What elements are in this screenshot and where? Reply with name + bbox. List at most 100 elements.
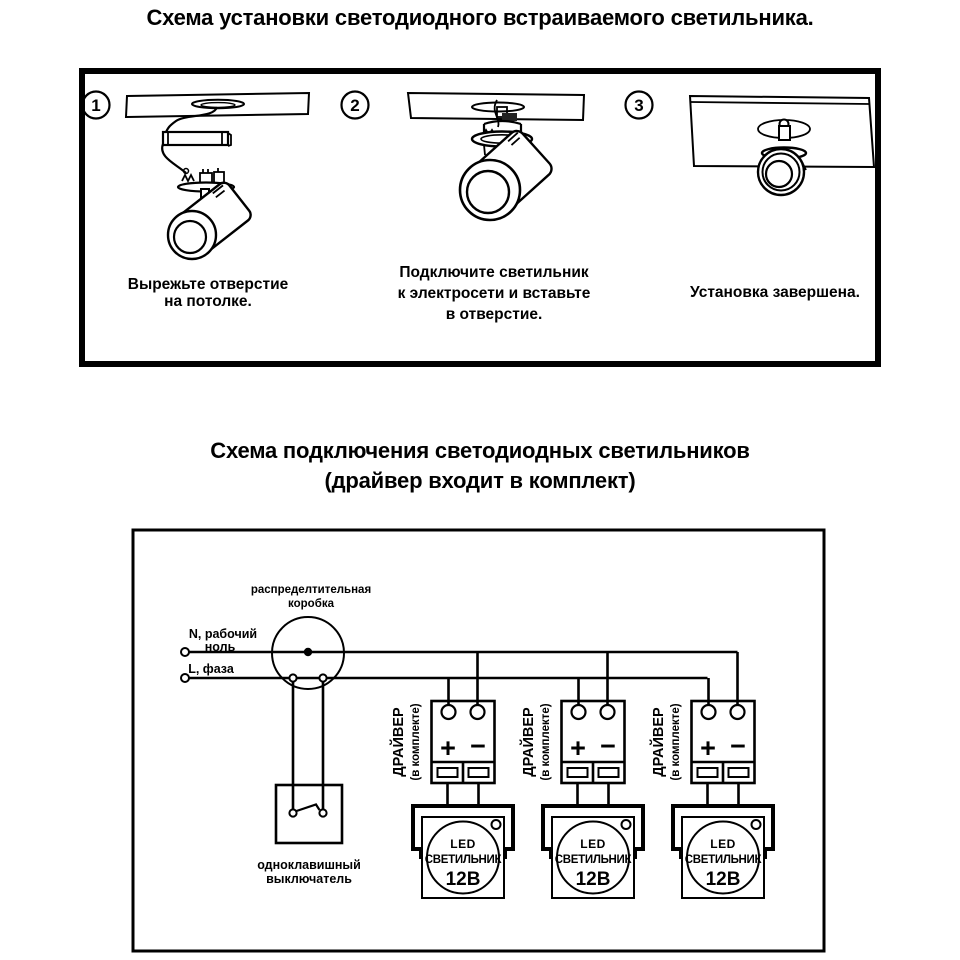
- driver-label: ДРАЙВЕР: [389, 707, 407, 777]
- driver-label: (в комплекте): [410, 703, 422, 780]
- lamp-name: СВЕТИЛЬНИК: [555, 854, 633, 866]
- junction-tap: [288, 673, 298, 683]
- driver-label: (в комплекте): [670, 703, 682, 780]
- lamp-face: [556, 820, 630, 895]
- lamp-voltage: 12В: [446, 869, 481, 890]
- ceiling-hole: [191, 98, 245, 110]
- lamp-wires: [706, 783, 740, 806]
- driver-output-slot: [566, 767, 589, 778]
- step-3-illustration: 3 Установка завершена.: [624, 90, 876, 301]
- driver-output-slot: [597, 767, 620, 778]
- lamp-voltage: 12В: [706, 869, 741, 890]
- wiring-title-line1: Схема подключения светодиодных светильни…: [210, 438, 750, 463]
- step-1-number: 1: [91, 96, 100, 115]
- driver-3: + − ДРАЙВЕР (в комплекте): [649, 652, 756, 806]
- step-3-number-circle: [624, 90, 654, 120]
- spotlight-face: [458, 158, 522, 222]
- driver-box-detail: [167, 132, 232, 147]
- wiring-figure: распределтительная коробка N, рабочий но…: [131, 528, 826, 953]
- switch-label: одноклавишный: [257, 858, 361, 872]
- wiring-title: Схема подключения светодиодных светильни…: [0, 436, 960, 496]
- switch-box: [274, 783, 344, 845]
- lamp-face: [686, 820, 760, 895]
- neutral-label: N, рабочий: [189, 627, 257, 641]
- driver-label: ДРАЙВЕР: [649, 707, 667, 777]
- spotlight-lens: [465, 169, 511, 215]
- led-lamp-2: LED СВЕТИЛЬНИК 12В: [541, 804, 645, 899]
- wiring-figure-border: [131, 528, 826, 953]
- ceiling-panel: [688, 94, 876, 169]
- wiring-title-line2: (драйвер входит в комплект): [324, 468, 636, 493]
- ceiling-panel: [406, 91, 586, 122]
- lamp-name: СВЕТИЛЬНИК: [685, 854, 763, 866]
- terminal-pins: [202, 168, 219, 173]
- neutral-label: ноль: [205, 640, 236, 654]
- driver-1: + − ДРАЙВЕР (в комплекте): [389, 652, 496, 806]
- lamp-face: [426, 820, 500, 895]
- lamp-brand: LED: [580, 837, 606, 851]
- step-3-caption: Установка завершена.: [690, 284, 860, 301]
- plus-sign: +: [700, 733, 716, 763]
- wire: [161, 143, 187, 174]
- installation-figure-border: [79, 68, 881, 367]
- wire: [493, 99, 500, 128]
- lamp-wires: [446, 783, 480, 806]
- switch-wires: [291, 678, 325, 810]
- installation-figure: 1 Вырежьте отверстие на потолке.: [79, 68, 881, 367]
- driver-input-terminal: [700, 703, 717, 721]
- lamp-voltage: 12В: [576, 869, 611, 890]
- junction-box-label: коробка: [288, 598, 335, 610]
- step-2-caption: к электросети и вставьте: [398, 285, 591, 302]
- led-lamp-3: LED СВЕТИЛЬНИК 12В: [671, 804, 775, 899]
- driver-label: (в комплекте): [540, 703, 552, 780]
- terminal-block: [213, 171, 225, 184]
- lamp-stem: [778, 125, 791, 141]
- driver-output-slot: [696, 767, 719, 778]
- junction-tap: [318, 673, 328, 683]
- step-2-illustration: 2 Подключите светильник к электросети и …: [340, 90, 591, 323]
- driver-2: + − ДРАЙВЕР (в комплекте): [519, 652, 626, 806]
- junction-box-label: распределтительная: [251, 584, 371, 596]
- page-title: Схема установки светодиодного встраиваем…: [146, 5, 814, 30]
- ceiling-hole: [471, 101, 525, 113]
- step-1-caption: на потолке.: [164, 293, 252, 310]
- step-1-number-circle: [81, 90, 111, 120]
- lamp-screw: [620, 819, 632, 830]
- driver-output-slot: [467, 767, 490, 778]
- spotlight-lens: [764, 159, 794, 189]
- spotlight-lens: [172, 219, 208, 255]
- driver-output-slot: [727, 767, 750, 778]
- driver-input-terminal: [599, 703, 616, 721]
- spotlight-face: [756, 147, 806, 197]
- minus-sign: −: [470, 731, 486, 761]
- step-2-caption: Подключите светильник: [399, 264, 588, 281]
- phase-terminal: [180, 673, 190, 683]
- plus-sign: +: [440, 733, 456, 763]
- led-lamp-1: LED СВЕТИЛЬНИК 12В: [411, 804, 515, 899]
- junction-node: [303, 647, 313, 657]
- phase-label: L, фаза: [188, 662, 235, 676]
- step-2-number: 2: [350, 96, 359, 115]
- driver-label: ДРАЙВЕР: [519, 707, 537, 777]
- driver-input-terminal: [469, 703, 486, 721]
- ceiling-panel: [124, 91, 311, 119]
- switch-lever: [296, 803, 321, 813]
- plus-sign: +: [570, 733, 586, 763]
- driver-input-terminal: [729, 703, 746, 721]
- step-1-caption: Вырежьте отверстие: [128, 276, 289, 293]
- lamp-screw: [490, 819, 502, 830]
- minus-sign: −: [730, 731, 746, 761]
- ceiling-hole-inner: [200, 101, 236, 109]
- lamp-name: СВЕТИЛЬНИК: [425, 854, 503, 866]
- terminal-block: [502, 113, 517, 121]
- driver-output-slot: [436, 767, 459, 778]
- minus-sign: −: [600, 731, 616, 761]
- wire: [165, 106, 219, 133]
- switch-contact: [318, 808, 328, 818]
- body-mark: [801, 161, 807, 171]
- switch-contact: [288, 808, 298, 818]
- driver-input-terminal: [570, 703, 587, 721]
- screw: [182, 167, 190, 175]
- lamp-wires: [576, 783, 610, 806]
